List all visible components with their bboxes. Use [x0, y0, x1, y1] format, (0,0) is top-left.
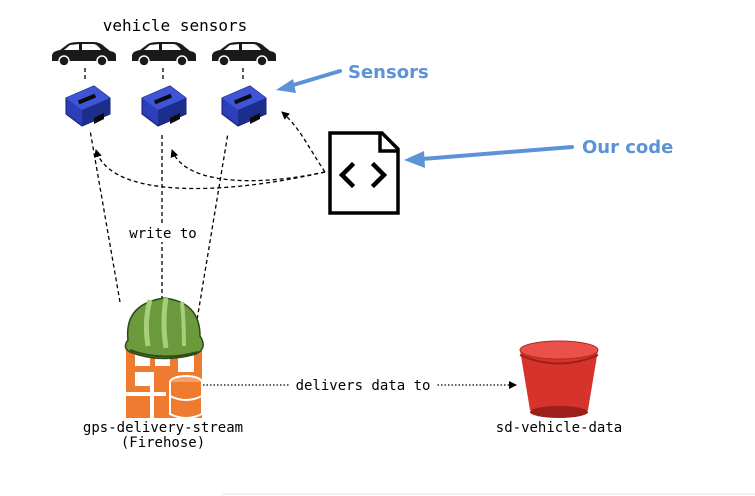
code-callout-arrow: [420, 145, 574, 161]
car-icon: [51, 41, 117, 67]
s3-bucket-icon: [519, 340, 599, 418]
code-file-icon: [328, 131, 400, 215]
stream-type: (Firehose): [121, 435, 205, 451]
edge-code-to-sensor: [94, 149, 326, 190]
sensors-callout-arrow: [288, 69, 342, 88]
bucket-name: sd-vehicle-data: [496, 420, 622, 436]
edge-write-label: write to: [129, 226, 196, 242]
edge-code-to-sensor: [281, 111, 326, 173]
edge-sensor-to-stream: [89, 129, 121, 303]
diagram-title: vehicle sensors: [103, 16, 248, 35]
edge-deliver-label: delivers data to: [296, 378, 431, 394]
car-icon: [131, 41, 197, 67]
edge-code-to-sensor: [170, 149, 326, 182]
sensors-callout: Sensors: [348, 62, 429, 83]
stream-name: gps-delivery-stream: [83, 420, 243, 436]
car-icon: [211, 41, 277, 67]
firehose-icon: [124, 297, 204, 419]
obd-sensor-icon: [141, 85, 187, 127]
edge-sensor-to-stream: [195, 132, 229, 327]
obd-sensor-icon: [65, 85, 111, 127]
code-callout: Our code: [582, 137, 673, 158]
obd-sensor-icon: [221, 85, 267, 127]
